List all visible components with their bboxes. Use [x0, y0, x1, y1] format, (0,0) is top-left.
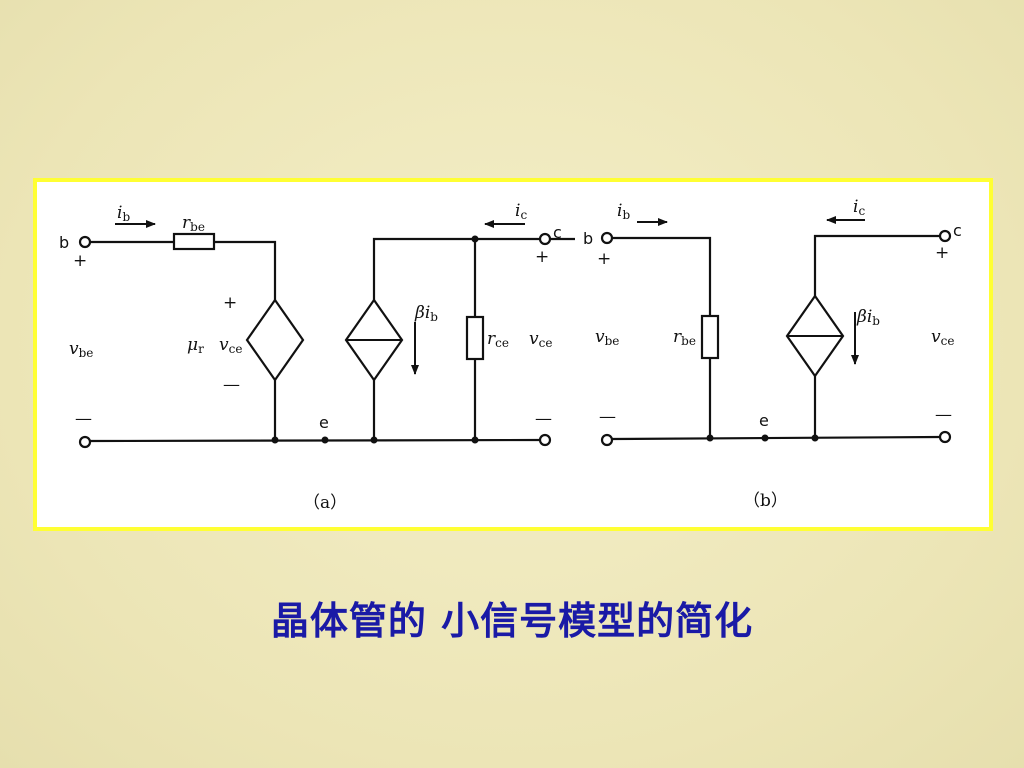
circuit-diagrams: b + — ib rbe vbe + μr vce — βib rce vce … — [59, 197, 962, 513]
terminal-c-a — [538, 232, 552, 246]
label-vbe-b: vbe — [595, 327, 619, 348]
terminal-c-b — [938, 229, 952, 243]
node-dot-2-b — [811, 434, 819, 442]
label-beta-ib-b: βib — [856, 307, 880, 328]
resistor-rbe-a — [172, 232, 216, 251]
label-plus-left-b: + — [597, 249, 611, 269]
label-vce-b: vce — [931, 327, 954, 348]
label-b-b: b — [583, 229, 593, 248]
terminal-bottom-left-a — [78, 435, 92, 449]
label-plus-left-a: + — [73, 251, 87, 271]
label-e-a: e — [319, 413, 329, 432]
wire-bottom-a — [89, 438, 541, 443]
label-vce-a: vce — [529, 329, 552, 350]
label-minus-right-a: — — [535, 409, 552, 429]
wire-top-c-b — [813, 234, 940, 296]
wire-rbe-a — [214, 240, 277, 300]
dep-voltage-source-a — [245, 298, 305, 382]
label-ib-b: ib — [617, 201, 630, 222]
label-e-b: e — [759, 411, 769, 430]
label-mu-a: μr — [187, 335, 204, 356]
circuit-a: b + — ib rbe vbe + μr vce — βib rce vce … — [59, 201, 575, 513]
label-plus-right-b: + — [935, 243, 949, 263]
label-c-a: c — [553, 223, 562, 242]
label-figure-a: （a） — [303, 493, 347, 513]
wire-top-c-a — [372, 237, 575, 300]
resistor-rce-a — [465, 315, 485, 361]
label-minus-left-b: — — [599, 407, 616, 427]
label-rce-a: rce — [487, 329, 509, 350]
node-dot-2-a — [370, 436, 378, 444]
node-dot-e-b — [761, 434, 769, 442]
slide-caption: 晶体管的 小信号模型的简化 — [270, 599, 754, 643]
label-minus-right-b: — — [935, 405, 952, 425]
wire-b-b — [612, 236, 712, 316]
label-beta-ib-a: βib — [414, 303, 438, 324]
label-ic-b: ic — [853, 197, 865, 218]
label-minus-left-a: — — [75, 409, 92, 429]
label-plus-right-a: + — [535, 247, 549, 267]
terminal-b-a — [78, 235, 92, 249]
circuit-b: b + — ib vbe rbe βib vce ic c + — e （b） — [583, 197, 962, 511]
node-dot-3-a — [471, 436, 479, 444]
label-plus-mid-a: + — [223, 293, 237, 313]
terminal-bottom-left-b — [600, 433, 614, 447]
terminal-bottom-right-a — [538, 433, 552, 447]
node-dot-1-b — [706, 434, 714, 442]
node-dot-1-a — [271, 436, 279, 444]
label-vbe-a: vbe — [69, 339, 93, 360]
label-minus-mid-a: — — [223, 375, 240, 395]
label-vce-mid-a: vce — [219, 335, 242, 356]
label-rbe-b: rbe — [673, 327, 696, 348]
resistor-rbe-b — [700, 314, 720, 360]
terminal-b-b — [600, 231, 614, 245]
node-dot-e-a — [321, 436, 329, 444]
label-rbe-a: rbe — [182, 213, 205, 234]
circuit-figure: b + — ib rbe vbe + μr vce — βib rce vce … — [33, 178, 993, 531]
terminal-bottom-right-b — [938, 430, 952, 444]
label-b-a: b — [59, 233, 69, 252]
label-ic-a: ic — [515, 201, 527, 222]
label-c-b: c — [953, 221, 962, 240]
label-figure-b: （b） — [743, 491, 788, 511]
wire-bottom-b — [611, 435, 941, 441]
label-ib-a: ib — [117, 203, 130, 224]
